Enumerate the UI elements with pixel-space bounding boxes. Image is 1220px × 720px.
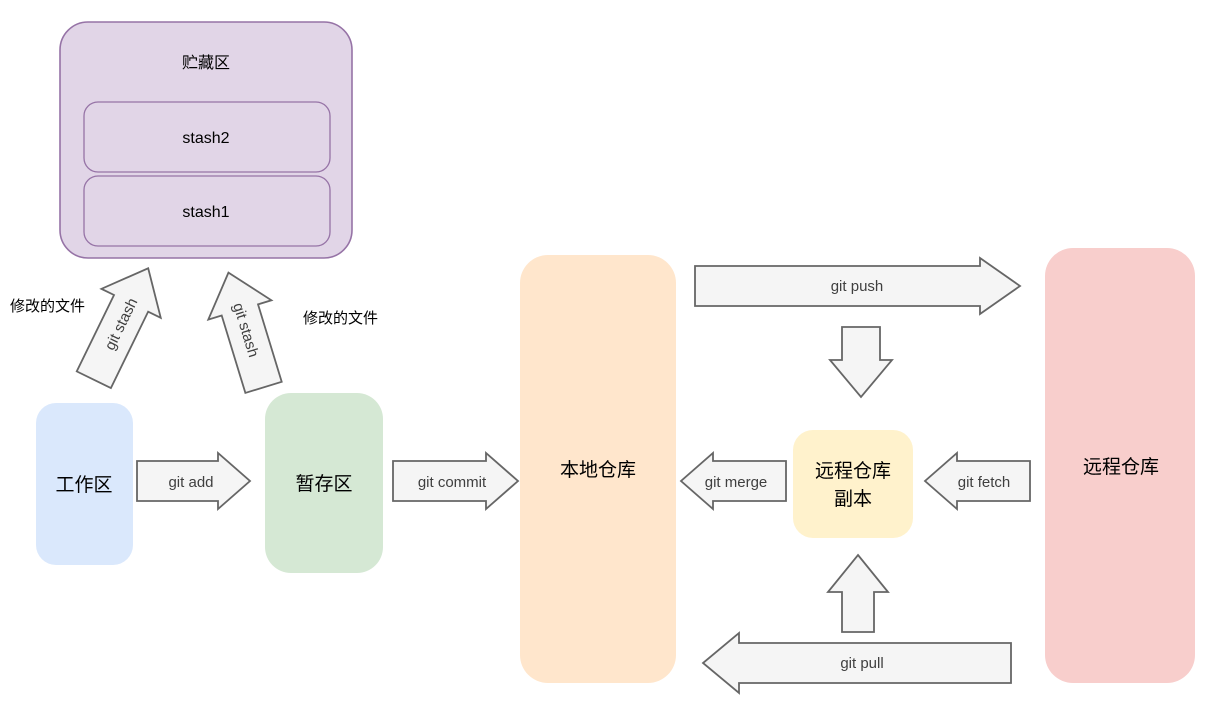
local-repo-label: 本地仓库 — [560, 459, 636, 481]
stash2-label: stash2 — [182, 130, 229, 147]
remote-repo-box — [1045, 248, 1195, 683]
git-push-label: git push — [831, 278, 884, 295]
modified-files-label-right: 修改的文件 — [303, 310, 378, 327]
stash1-label: stash1 — [182, 204, 229, 221]
stash-area-label: 贮藏区 — [182, 54, 230, 72]
git-commit-label: git commit — [418, 474, 487, 491]
git-fetch-label: git fetch — [958, 474, 1011, 491]
node-stash-area: 贮藏区 stash2 stash1 — [59, 21, 353, 259]
local-repo-box — [520, 255, 676, 683]
arrow-git-pull: git pull — [701, 631, 1012, 695]
remote-copy-box — [793, 430, 913, 538]
stash-item-stash1: stash1 — [83, 175, 331, 247]
node-workspace: 工作区 — [36, 403, 133, 565]
stash1-box — [83, 175, 331, 247]
pull-to-copy-up-arrow — [826, 553, 890, 633]
workspace-box — [36, 403, 133, 565]
remote-copy-label-line2: 副本 — [834, 488, 872, 510]
node-local-repo: 本地仓库 — [520, 255, 676, 683]
arrow-git-push: git push — [694, 256, 1022, 316]
remote-copy-label-line1: 远程仓库 — [815, 460, 891, 482]
staging-box — [265, 393, 383, 573]
git-pull-arrow-shape — [701, 631, 1012, 695]
git-push-arrow-shape — [694, 256, 1022, 316]
node-remote-copy: 远程仓库 副本 — [793, 430, 913, 538]
stash2-box — [83, 101, 331, 173]
arrow-git-stash-left: git stash — [75, 267, 163, 390]
push-to-copy-down-arrow — [828, 326, 894, 399]
arrow-git-stash-right: git stash — [206, 271, 283, 395]
git-pull-label: git pull — [840, 655, 883, 672]
git-stash-left-arrow-shape — [75, 267, 163, 390]
stash-item-stash2: stash2 — [83, 101, 331, 173]
git-fetch-arrow-shape — [923, 451, 1031, 511]
git-add-arrow-shape — [136, 451, 252, 511]
git-stash-right-arrow-shape — [206, 271, 283, 395]
git-merge-label: git merge — [705, 474, 768, 491]
node-staging: 暂存区 — [265, 393, 383, 573]
modified-files-label-left: 修改的文件 — [10, 298, 85, 315]
arrow-git-add: git add — [136, 451, 252, 511]
arrow-git-commit: git commit — [392, 451, 520, 511]
staging-label: 暂存区 — [295, 473, 352, 495]
node-remote-repo: 远程仓库 — [1045, 248, 1195, 683]
workspace-label: 工作区 — [55, 474, 112, 496]
remote-repo-label: 远程仓库 — [1083, 456, 1159, 478]
git-commit-arrow-shape — [392, 451, 520, 511]
git-add-label: git add — [168, 474, 213, 491]
git-merge-arrow-shape — [679, 451, 787, 511]
arrow-git-merge: git merge — [679, 451, 787, 511]
arrow-git-fetch: git fetch — [923, 451, 1031, 511]
